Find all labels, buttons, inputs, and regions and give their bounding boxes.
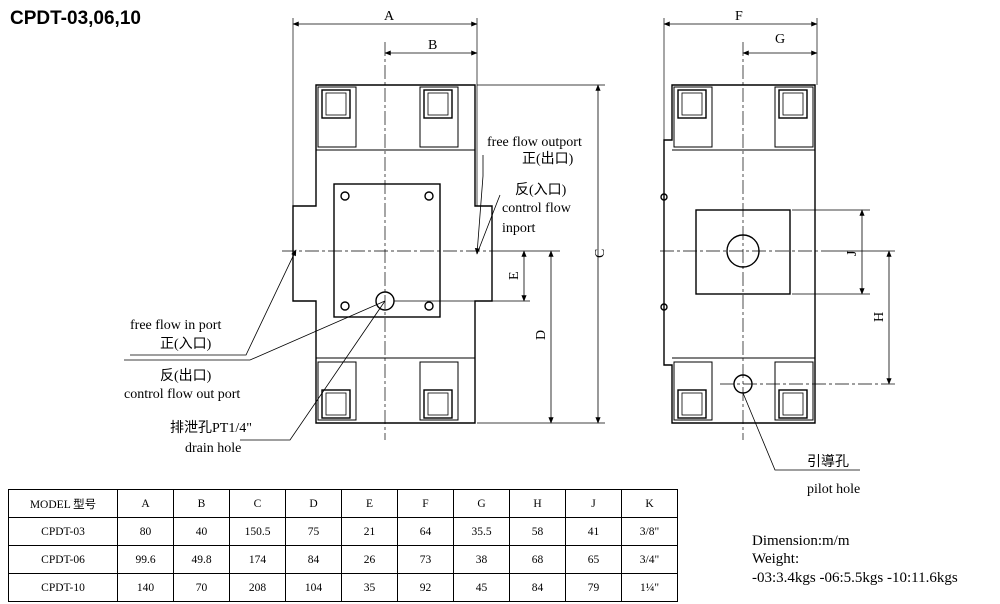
table-header-cell: A: [117, 489, 174, 518]
dimension-unit-note: Dimension:m/m: [752, 533, 850, 549]
table-cell: 65: [565, 545, 622, 574]
dim-C-label: C: [593, 249, 608, 258]
side-view: [660, 18, 895, 471]
table-header-cell: MODEL 型号: [8, 489, 118, 518]
table-cell: 45: [453, 573, 510, 602]
table-header-cell: G: [453, 489, 510, 518]
table-cell: 38: [453, 545, 510, 574]
label-pilot-cn: 引導孔: [807, 454, 849, 470]
label-control-flow-out-port: control flow out port: [124, 387, 240, 402]
label-fan-rukou: 反(入口): [515, 182, 567, 198]
label-free-flow-in-port: free flow in port: [130, 318, 221, 333]
table-cell: 79: [565, 573, 622, 602]
table-cell: CPDT-06: [8, 545, 118, 574]
label-inport: inport: [502, 221, 536, 236]
dim-D-label: D: [534, 330, 549, 340]
table-cell: 1¼": [621, 573, 678, 602]
table-header-cell: H: [509, 489, 566, 518]
table-cell: CPDT-03: [8, 517, 118, 546]
table-cell: 75: [285, 517, 342, 546]
table-header-cell: D: [285, 489, 342, 518]
dim-G-label: G: [775, 32, 785, 47]
table-cell: 3/8": [621, 517, 678, 546]
table-cell: 150.5: [229, 517, 286, 546]
table-header-cell: C: [229, 489, 286, 518]
label-zheng-chukou: 正(出口): [522, 151, 574, 167]
table-cell: 35: [341, 573, 398, 602]
table-cell: 3/4": [621, 545, 678, 574]
table-cell: 104: [285, 573, 342, 602]
table-cell: 73: [397, 545, 454, 574]
table-cell: 99.6: [117, 545, 174, 574]
label-free-flow-outport: free flow outport: [487, 135, 582, 150]
table-cell: 92: [397, 573, 454, 602]
dim-F-label: F: [735, 9, 743, 24]
table-cell: 41: [565, 517, 622, 546]
table-cell: 21: [341, 517, 398, 546]
spec-table: MODEL 型号 A B C D E F G H J K CPDT-03 80 …: [8, 489, 678, 602]
table-cell: 84: [285, 545, 342, 574]
table-cell: 68: [509, 545, 566, 574]
table-row: CPDT-03 80 40 150.5 75 21 64 35.5 58 41 …: [8, 517, 678, 546]
table-row: CPDT-06 99.6 49.8 174 84 26 73 38 68 65 …: [8, 545, 678, 574]
table-header-cell: K: [621, 489, 678, 518]
table-header-cell: B: [173, 489, 230, 518]
table-cell: 80: [117, 517, 174, 546]
table-header-cell: E: [341, 489, 398, 518]
dim-J-label: J: [845, 250, 860, 256]
table-header-cell: F: [397, 489, 454, 518]
front-view: [124, 18, 605, 441]
weight-heading: Weight:: [752, 551, 800, 567]
table-cell: 58: [509, 517, 566, 546]
table-cell: 174: [229, 545, 286, 574]
label-fan-chukou: 反(出口): [160, 368, 212, 384]
table-cell: 208: [229, 573, 286, 602]
drawing-title: CPDT-03,06,10: [10, 8, 141, 29]
table-cell: CPDT-10: [8, 573, 118, 602]
label-drain-cn: 排泄孔PT1/4": [170, 420, 252, 436]
table-cell: 49.8: [173, 545, 230, 574]
table-cell: 84: [509, 573, 566, 602]
label-control-flow: control flow: [502, 201, 572, 216]
label-pilot-hole: pilot hole: [807, 482, 860, 497]
weight-values: -03:3.4kgs -06:5.5kgs -10:11.6kgs: [752, 570, 958, 586]
dim-B-label: B: [428, 38, 437, 53]
table-header-cell: J: [565, 489, 622, 518]
table-cell: 70: [173, 573, 230, 602]
table-cell: 40: [173, 517, 230, 546]
dim-A-label: A: [384, 9, 395, 24]
dim-E-label: E: [507, 271, 522, 280]
table-row: CPDT-10 140 70 208 104 35 92 45 84 79 1¼…: [8, 573, 678, 602]
table-header-row: MODEL 型号 A B C D E F G H J K: [8, 489, 678, 518]
dim-H-label: H: [872, 312, 887, 322]
table-cell: 140: [117, 573, 174, 602]
table-cell: 64: [397, 517, 454, 546]
table-cell: 35.5: [453, 517, 510, 546]
table-cell: 26: [341, 545, 398, 574]
label-zheng-rukou: 正(入口): [160, 337, 212, 352]
label-drain-hole: drain hole: [185, 441, 241, 456]
